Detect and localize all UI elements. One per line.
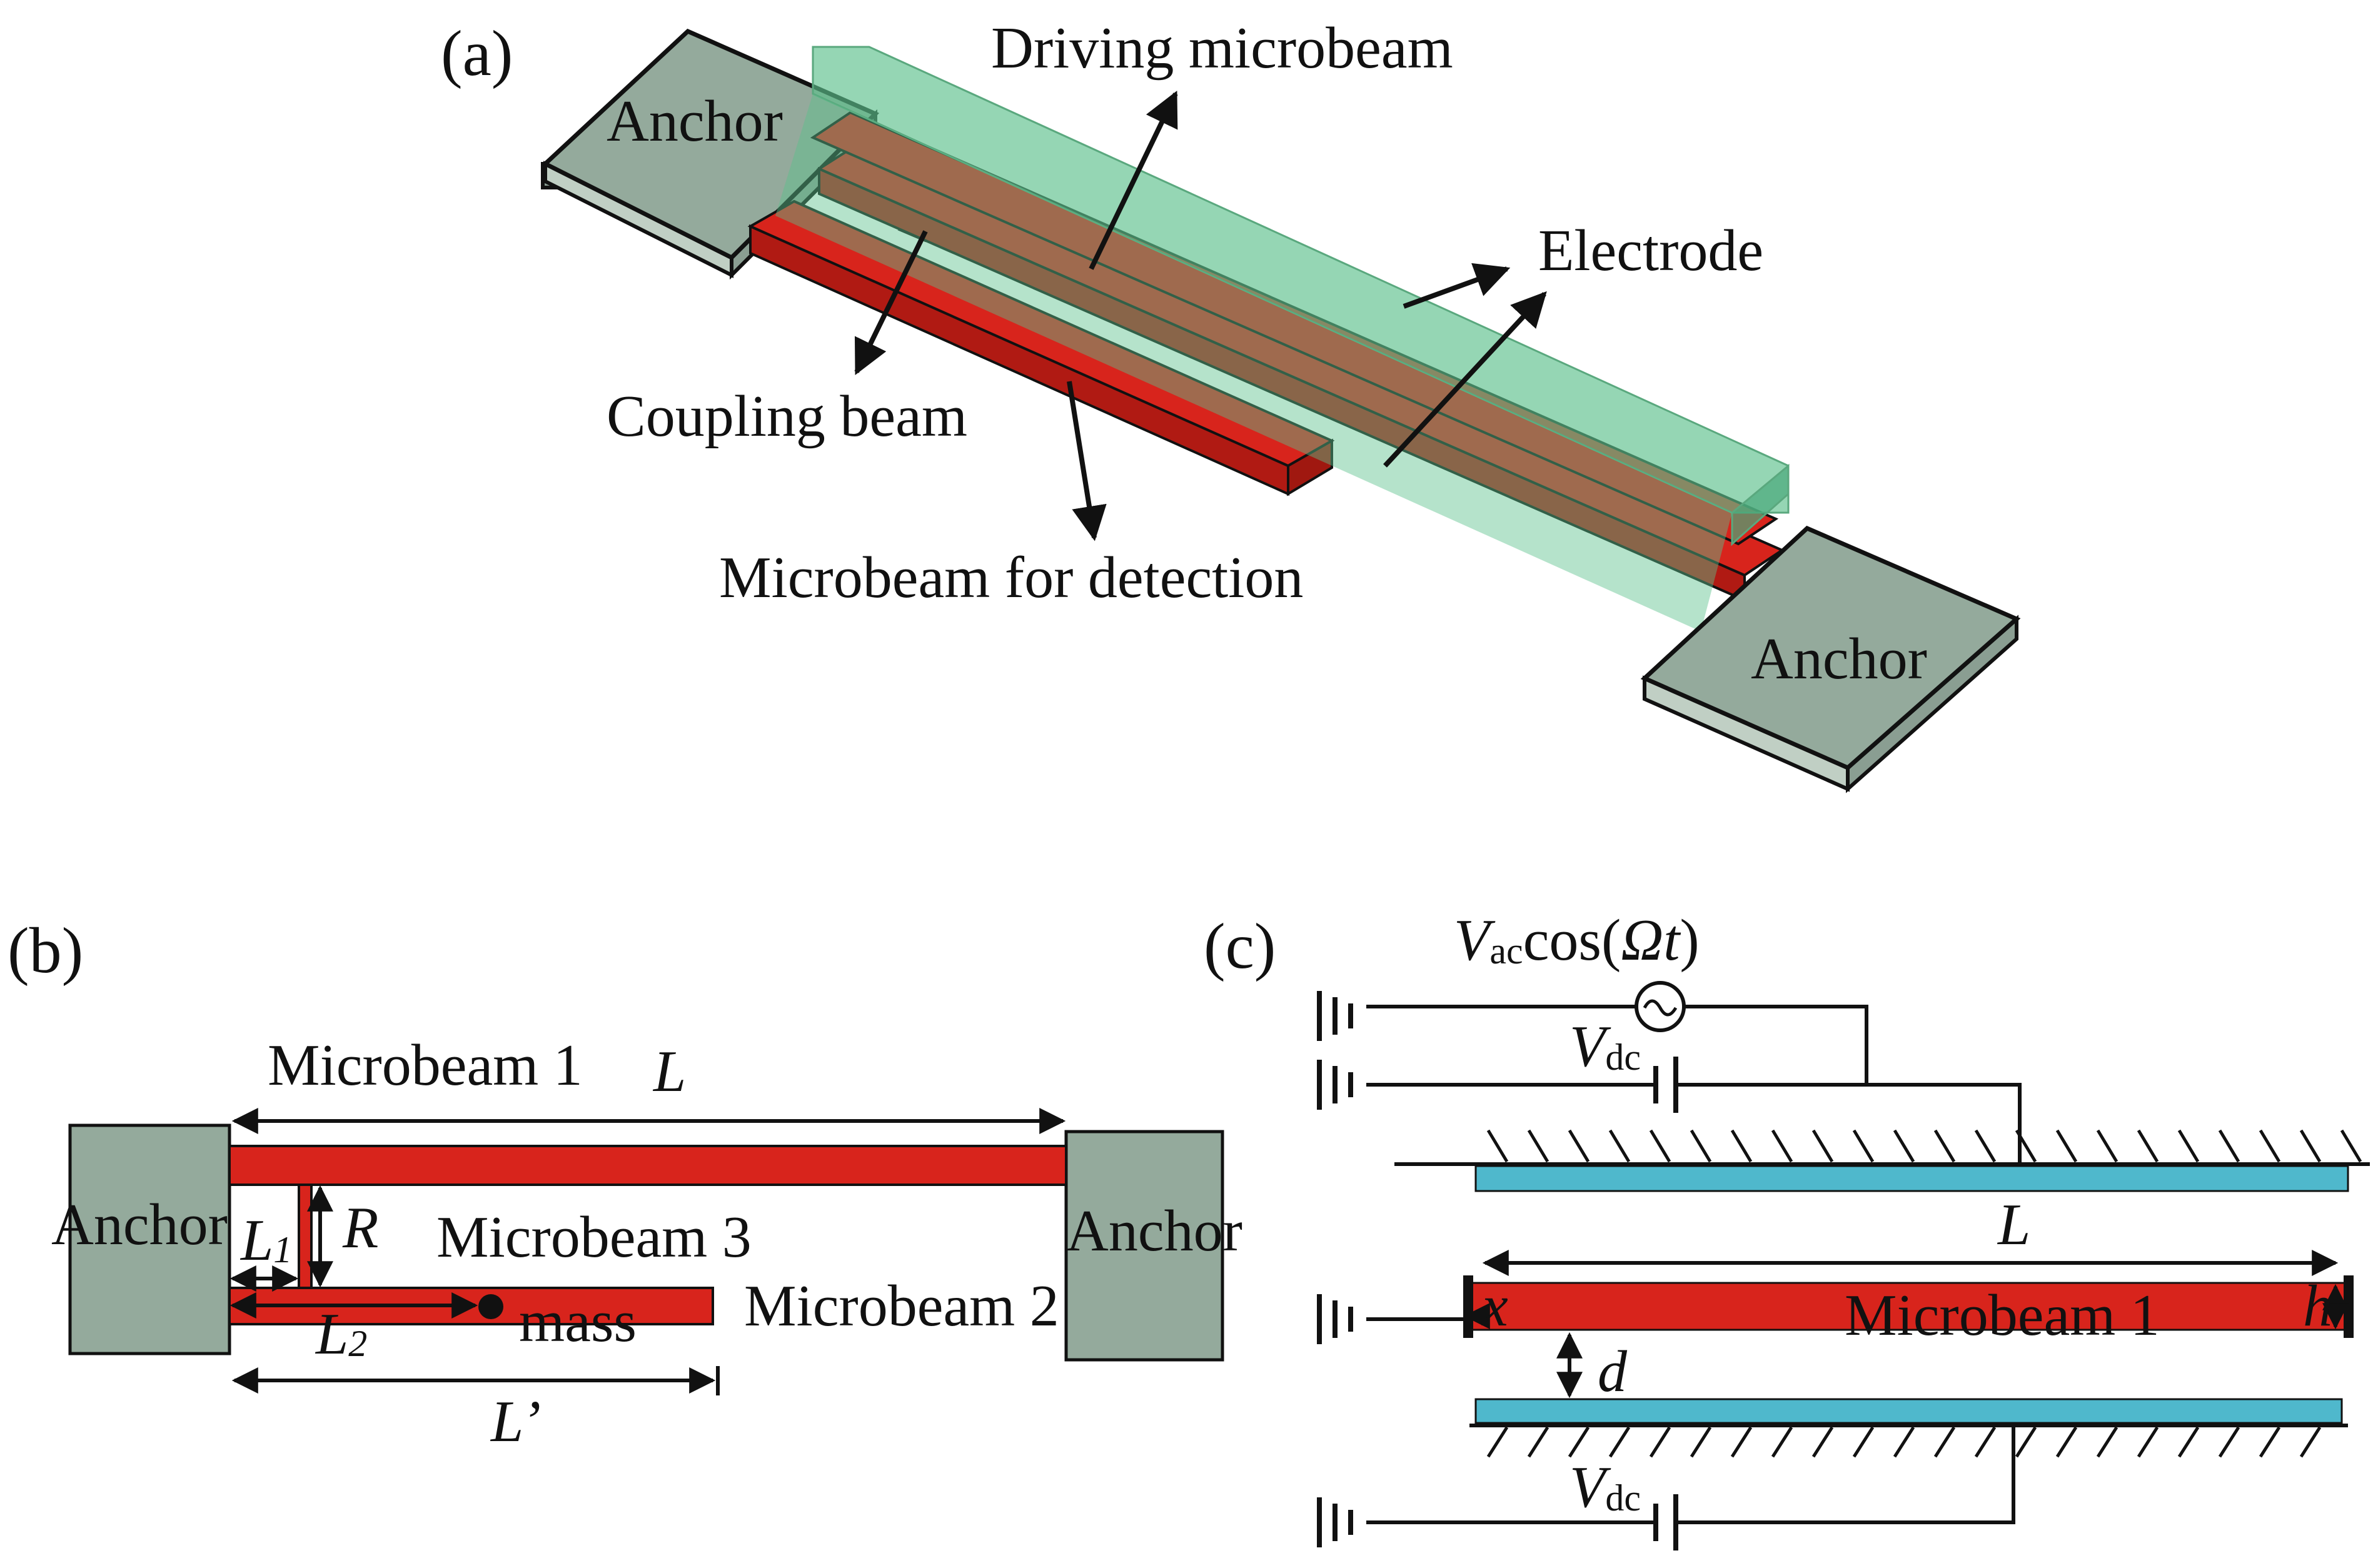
arrow-electrode-1 [1403, 263, 1511, 309]
panel-a: (a) [441, 16, 2021, 793]
L2-label: L2 [315, 1302, 367, 1367]
electrode-3d [775, 46, 1790, 631]
microbeam3-rect [298, 1184, 313, 1289]
bottom-electrode [1469, 1398, 2348, 1458]
arrow-detection [1067, 381, 1107, 541]
mass-dot [478, 1294, 503, 1319]
microbeam3-label: Microbeam 3 [436, 1205, 752, 1270]
d-label: d [1598, 1339, 1628, 1404]
R-label: R [342, 1195, 378, 1260]
arrow-electrode-2 [1383, 291, 1547, 468]
arrow-coupling [854, 230, 928, 376]
panel-c-label: (c) [1204, 910, 1276, 982]
panel-c-dimensions [1463, 1250, 2349, 1399]
top-electrode [1394, 1129, 2370, 1192]
mass-label: mass [519, 1289, 637, 1354]
arrow-driving [1089, 90, 1178, 270]
anchor-left-label-b: Anchor [51, 1192, 228, 1257]
panel-a-label: (a) [441, 18, 513, 89]
circuit-wires [1366, 981, 2022, 1550]
ground-symbols [1317, 991, 1353, 1547]
L-label-c: L [1997, 1192, 2030, 1257]
vdc-bottom-label: Vdc [1569, 1455, 1641, 1520]
bottom-electrode-plate [1474, 1398, 2343, 1424]
L-label: L [652, 1039, 686, 1104]
anchor-right-label-b: Anchor [1066, 1199, 1242, 1264]
panel-b: (b) Anchor Anchor Microbeam 1 Microbeam … [8, 915, 1242, 1454]
panel-b-label: (b) [8, 915, 83, 987]
microbeam1-label-c: Microbeam 1 [1845, 1283, 2160, 1348]
panel-a-arrows [854, 90, 1547, 541]
anchor-right-rect [1064, 1130, 1224, 1362]
microbeam1-label: Microbeam 1 [268, 1033, 583, 1098]
panel-b-dimensions [229, 1108, 1066, 1395]
anchor-right-3d [1640, 525, 2021, 793]
driving-microbeam-label: Driving microbeam [991, 16, 1453, 81]
L1-label: L1 [239, 1208, 292, 1273]
detection-microbeam-3d [747, 199, 1335, 496]
microbeam2-label: Microbeam 2 [744, 1274, 1059, 1339]
driving-microbeam-3d [810, 111, 1785, 603]
electrode-label: Electrode [1538, 218, 1763, 283]
x-label: x [1481, 1274, 1508, 1339]
microbeam1-rect [228, 1145, 1067, 1186]
vdc-top-label: Vdc [1569, 1014, 1641, 1079]
top-electrode-plate [1474, 1165, 2349, 1192]
Lprime-label: L’ [490, 1389, 541, 1454]
h-label: h [2303, 1274, 2332, 1339]
anchor-right-label: Anchor [1751, 626, 1927, 691]
vac-label: Vaccos(Ωt) [1454, 908, 1700, 973]
detection-microbeam-label: Microbeam for detection [719, 545, 1303, 610]
microbeam1-clamped [1463, 1275, 2354, 1338]
anchor-left-label: Anchor [607, 89, 783, 154]
anchor-left-rect [68, 1123, 231, 1355]
coupling-beam-label: Coupling beam [607, 384, 967, 449]
panel-c: (c) [1204, 908, 2370, 1550]
